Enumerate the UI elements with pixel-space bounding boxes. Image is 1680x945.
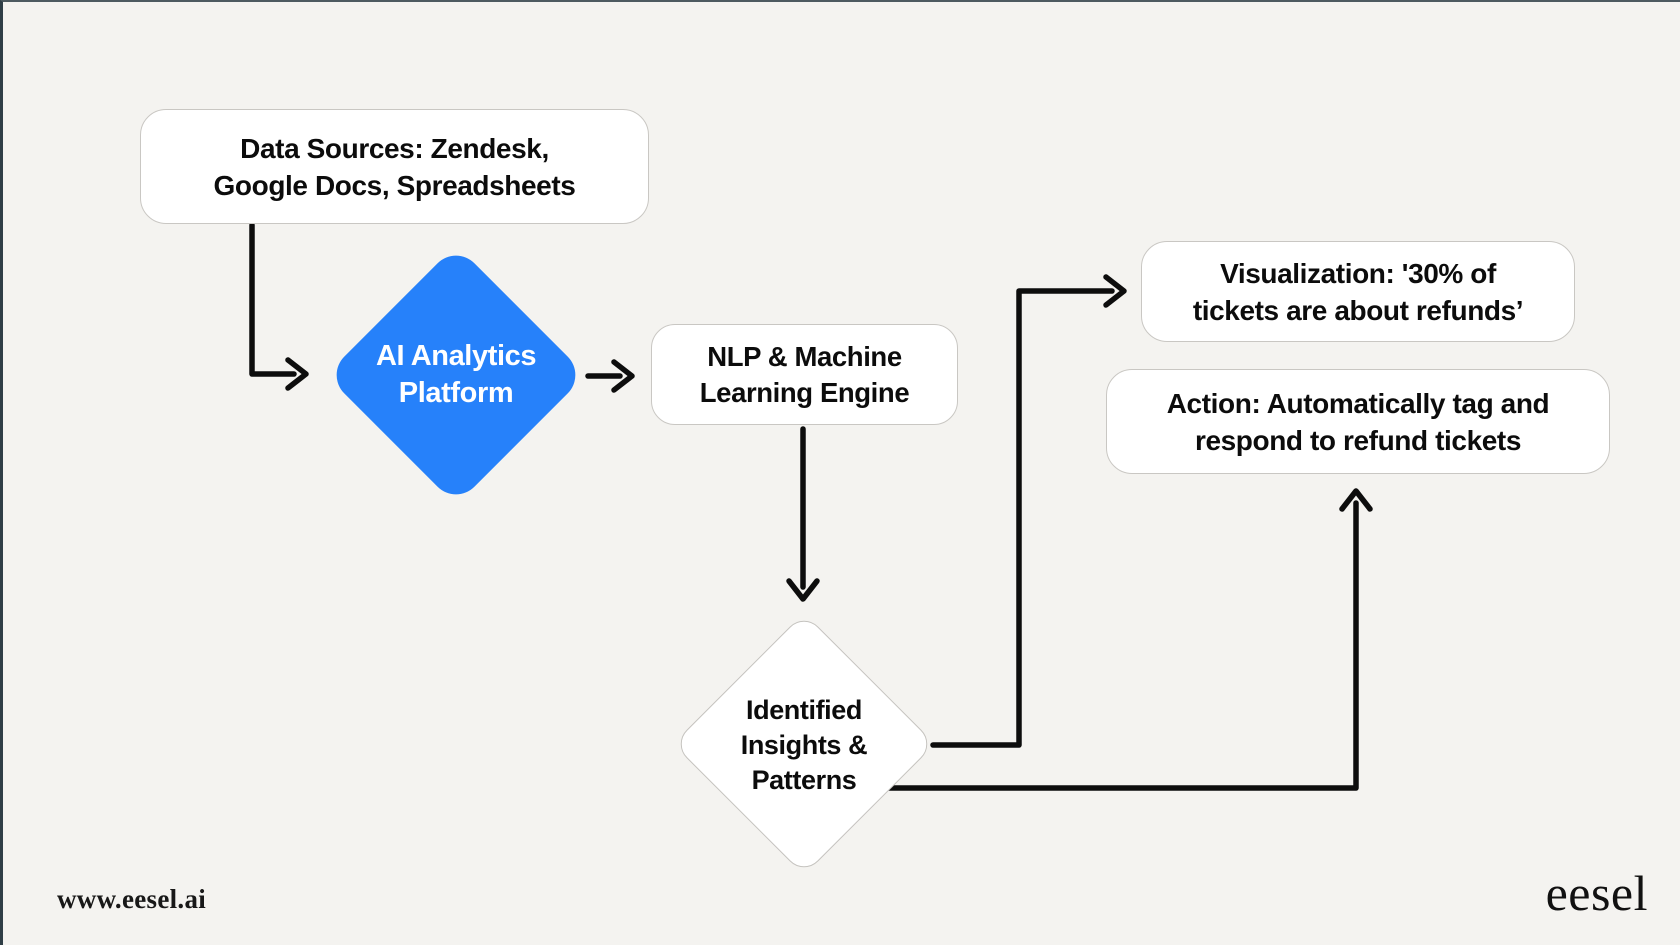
node-ai-analytics-line2: Platform [398,377,514,409]
website-url: www.eesel.ai [57,884,207,914]
node-action-line1: Action: Automatically tag and [1166,387,1550,419]
node-visualization-line1: Visualization: '30% of [1220,257,1496,289]
node-action: Action: Automatically tag and respond to… [1106,369,1610,474]
node-nlp-ml-engine: NLP & Machine Learning Engine [651,324,958,425]
arrow-nlp-to-insights [786,426,820,602]
node-data-sources-line1: Data Sources: Zendesk, [240,132,549,164]
node-ai-analytics-line1: AI Analytics [375,340,537,372]
arrow-insights-to-visualization [930,274,1127,748]
node-insights-line3: Patterns [751,764,857,795]
node-data-sources: Data Sources: Zendesk, Google Docs, Spre… [140,109,649,224]
arrow-platform-to-nlp [585,359,635,393]
node-data-sources-line2: Google Docs, Spreadsheets [213,169,576,201]
node-ai-analytics-platform-label: AI Analytics Platform [336,335,576,415]
node-nlp-line1: NLP & Machine [707,340,902,372]
arrow-datasources-to-platform [249,222,309,391]
node-identified-insights-label: Identified Insights & Patterns [694,690,914,800]
node-visualization: Visualization: '30% of tickets are about… [1141,241,1575,342]
node-visualization-line2: tickets are about refunds’ [1192,294,1524,326]
flow-arrows [249,222,1373,791]
node-insights-line1: Identified [746,694,862,725]
node-action-line2: respond to refund tickets [1194,424,1522,456]
arrow-insights-to-action [878,488,1373,791]
node-nlp-line2: Learning Engine [699,376,910,408]
brand-logo: eesel [1545,865,1648,921]
node-insights-line2: Insights & [740,729,868,760]
